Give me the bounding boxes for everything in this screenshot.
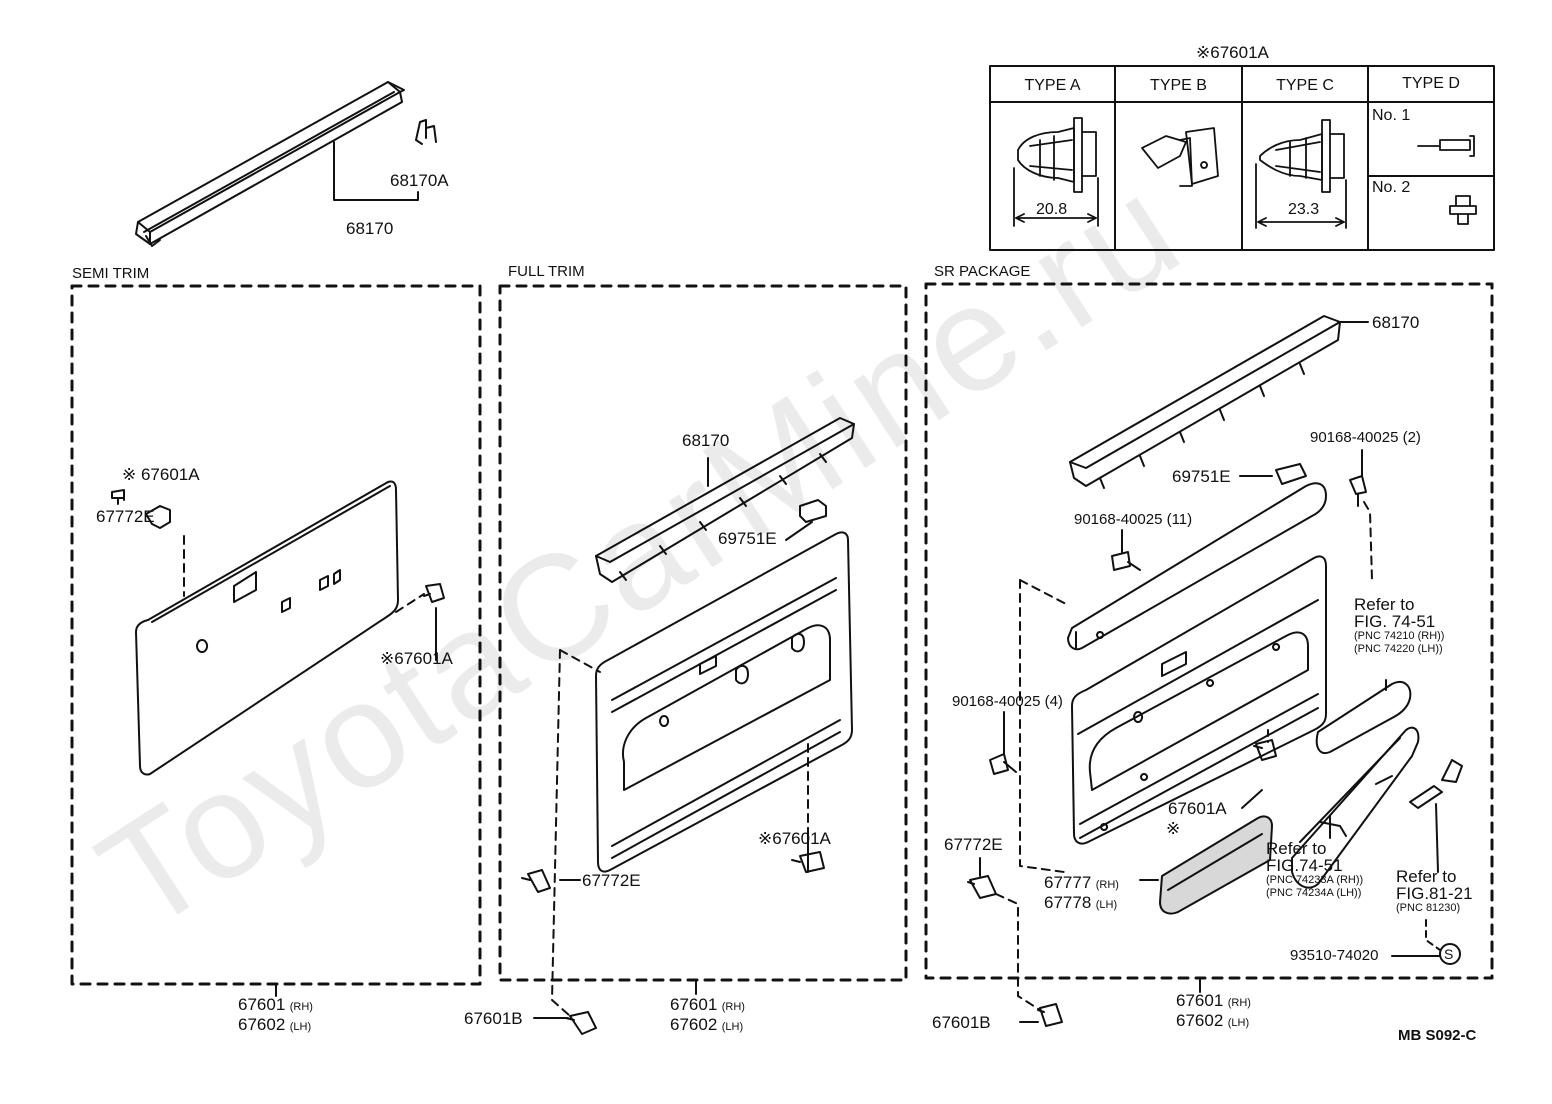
top-clip-68170a-drawing xyxy=(415,119,437,145)
leader-68170 xyxy=(333,141,419,201)
full-label-69751e: 69751E xyxy=(718,529,777,548)
clip-table-grid xyxy=(989,65,1495,251)
sr-leader-dash-2 xyxy=(1019,579,1065,873)
dim-type-a: 20.8 xyxy=(1036,201,1068,218)
sr-label-screw-2: 90168-40025 (2) xyxy=(1310,429,1421,446)
full-label-67772e: 67772E xyxy=(582,871,641,890)
semi-trim-title: SEMI TRIM xyxy=(72,265,150,282)
semi-part-numbers: 67601 (RH) 67602 (LH) xyxy=(238,995,313,1034)
sr-leader-dash-screw2 xyxy=(1363,501,1373,581)
sr-label-67772e: 67772E xyxy=(944,835,1003,854)
sr-armrest-lower-drawing xyxy=(1291,726,1420,889)
sr-trim-panel-drawing xyxy=(1071,555,1327,845)
sr-package-title: SR PACKAGE xyxy=(934,263,1031,280)
clip-type-c-header: TYPE C xyxy=(1276,77,1334,94)
clip-type-b-drawing xyxy=(1141,127,1219,187)
sr-armrest-upper-drawing xyxy=(1315,680,1412,754)
sr-moulding-drawing xyxy=(1069,315,1341,489)
type-d-no2: No. 2 xyxy=(1372,179,1411,196)
full-leader-69751e xyxy=(785,521,813,541)
clip-type-a-drawing xyxy=(1013,117,1099,227)
sr-part-numbers: 67601 (RH) 67602 (LH) xyxy=(1176,991,1251,1030)
sr-ref-armrest-lower: Refer to FIG.74-51 (PNC 74233A (RH)) (PN… xyxy=(1266,839,1364,899)
sr-label-68170: 68170 xyxy=(1372,313,1420,332)
full-trim-panel-drawing xyxy=(595,531,853,873)
sr-label-67601b: 67601B xyxy=(932,1013,991,1032)
sr-label-asterisk: ※ xyxy=(1166,819,1181,838)
semi-trim-frame xyxy=(70,284,482,986)
sr-leader-dash-4 xyxy=(995,893,1041,1011)
clip-type-d-drawing xyxy=(1417,135,1477,225)
clip-type-b-header: TYPE B xyxy=(1150,77,1207,94)
clip-table-title: ※67601A xyxy=(1196,43,1269,62)
full-label-67601a: ※67601A xyxy=(758,829,831,848)
sr-label-69751e: 69751E xyxy=(1172,467,1231,486)
full-leader-dash-2 xyxy=(559,649,601,673)
sr-ref-switch: Refer to FIG.81-21 (PNC 81230) xyxy=(1396,867,1473,914)
sr-switch-drawing xyxy=(1409,759,1463,809)
sr-pocket-drawing xyxy=(1159,815,1273,915)
full-label-67601b: 67601B xyxy=(464,1009,523,1028)
sr-leader-dash-5 xyxy=(1425,919,1441,951)
sr-label-s-mark: S xyxy=(1444,946,1454,962)
clip-type-d-header: TYPE D xyxy=(1402,75,1460,92)
type-d-no1: No. 1 xyxy=(1372,107,1411,124)
full-trim-title: FULL TRIM xyxy=(508,263,585,280)
sr-label-93510: 93510-74020 xyxy=(1290,947,1379,964)
full-trim-frame xyxy=(498,284,908,982)
semi-label-67772e: 67772E xyxy=(96,507,155,526)
full-part-numbers: 67601 (RH) 67602 (LH) xyxy=(670,995,745,1034)
full-label-68170: 68170 xyxy=(682,431,730,450)
sr-ref-armrest-upper: Refer to FIG. 74-51 (PNC 74210 (RH)) (PN… xyxy=(1354,595,1445,655)
semi-trim-panel-drawing xyxy=(135,480,399,776)
top-moulding-drawing xyxy=(135,81,405,247)
full-leader-dash-3 xyxy=(551,649,571,1017)
clip-type-a-header: TYPE A xyxy=(1024,77,1081,94)
sr-leader-67601a xyxy=(1241,789,1263,809)
dim-type-c: 23.3 xyxy=(1288,201,1320,218)
clip-type-c-drawing xyxy=(1255,119,1347,229)
sr-leader-dash-1 xyxy=(1019,579,1067,605)
sr-label-screw-11: 90168-40025 (11) xyxy=(1074,511,1193,528)
figure-code: MB S092-C xyxy=(1398,1027,1477,1044)
semi-leader-dash-2 xyxy=(395,593,425,613)
semi-label-67601a-right: ※67601A xyxy=(380,649,453,668)
full-moulding-drawing xyxy=(595,417,855,583)
sr-leader-ref3 xyxy=(1435,803,1439,873)
sr-label-67601a: 67601A xyxy=(1168,799,1227,818)
label-68170a: 68170A xyxy=(390,171,449,190)
sr-small-parts-drawing xyxy=(967,463,1461,1027)
label-68170: 68170 xyxy=(346,219,394,238)
sr-upper-rail-drawing xyxy=(1067,482,1327,651)
full-clips-drawing xyxy=(521,499,827,1035)
sr-pocket-part-numbers: 67777 (RH) 67778 (LH) xyxy=(1044,873,1119,912)
semi-label-67601a-top: ※ 67601A xyxy=(122,465,200,484)
sr-label-screw-4: 90168-40025 (4) xyxy=(952,693,1063,710)
